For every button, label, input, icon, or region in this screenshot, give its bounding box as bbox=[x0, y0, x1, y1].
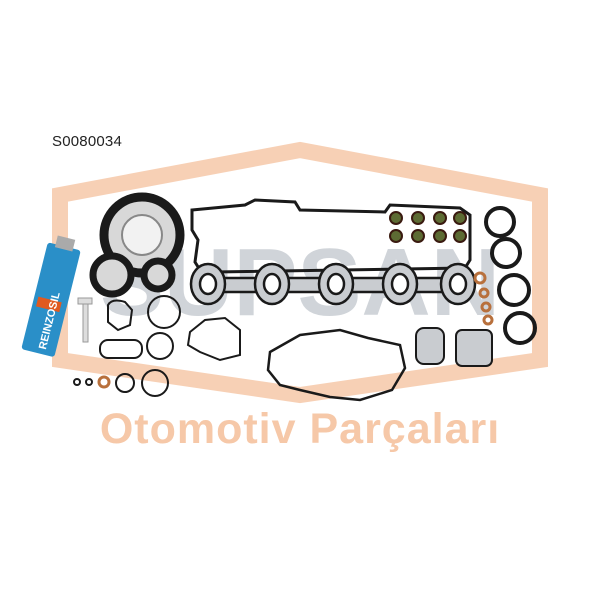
sealant-nozzle-tool bbox=[82, 299, 89, 343]
shaft-seal-small bbox=[140, 257, 176, 293]
copper-washers bbox=[473, 271, 494, 326]
crankshaft-seal-large bbox=[99, 192, 185, 278]
egr-gaskets bbox=[415, 327, 493, 367]
valve-cover-gasket bbox=[190, 198, 472, 274]
sealant-tube: REINZOSIL bbox=[21, 235, 81, 357]
valve-stem-seals bbox=[389, 211, 467, 243]
oil-filter-gaskets bbox=[99, 295, 241, 362]
o-rings-right bbox=[484, 206, 537, 345]
exhaust-manifold-gasket bbox=[189, 262, 477, 306]
watermark-hexagon bbox=[52, 141, 548, 404]
small-o-rings bbox=[73, 369, 169, 397]
copper-washer bbox=[97, 375, 111, 389]
watermark-tagline: Otomotiv Parçaları bbox=[99, 405, 501, 453]
shaft-seal-medium bbox=[89, 252, 135, 298]
product-code: S0080034 bbox=[52, 133, 123, 150]
water-pump-gasket bbox=[266, 328, 407, 402]
